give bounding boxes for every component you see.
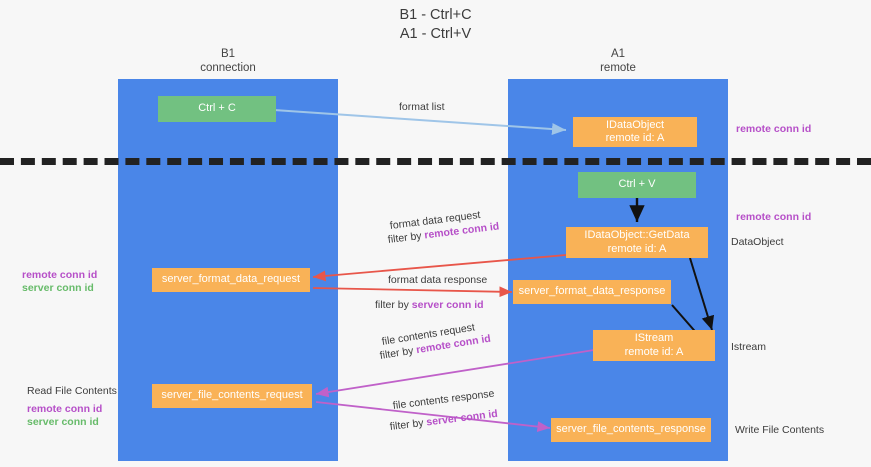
filter-key-server-conn-id-2: server conn id <box>425 407 499 429</box>
column-header-a1-name: A1 <box>610 48 626 60</box>
annotation-right-istream: Istream <box>731 341 767 353</box>
box-idataobject-line2: remote id: A <box>605 132 665 144</box>
annotation-right-remote-conn-id-mid: remote conn id <box>736 211 812 223</box>
box-server-file-contents-request[interactable]: server_file_contents_request <box>152 384 312 408</box>
filter-prefix-2: filter by <box>375 299 412 311</box>
box-idataobject-getdata[interactable]: IDataObject::GetData remote id: A <box>566 227 708 258</box>
annotation-right-dataobject: DataObject <box>731 236 784 248</box>
box-server-format-data-request[interactable]: server_format_data_request <box>152 268 310 292</box>
box-server-file-contents-request-label: server_file_contents_request <box>161 389 303 402</box>
box-server-file-contents-response[interactable]: server_file_contents_response <box>551 418 711 442</box>
annotation-right-write-file-contents: Write File Contents <box>735 424 825 436</box>
edge-label-format-data-response: format data response <box>388 274 488 286</box>
column-header-b1-role: connection <box>200 62 256 74</box>
box-idataobject[interactable]: IDataObject remote id: A <box>573 117 697 147</box>
box-istream[interactable]: IStream remote id: A <box>593 330 715 361</box>
box-getdata-line2: remote id: A <box>607 242 667 255</box>
column-header-a1-role: remote <box>600 62 636 74</box>
edge-label-format-data-response-filter: filter by server conn id <box>375 299 484 312</box>
annotation-left-remote-conn-id-bottom: remote conn id <box>27 403 103 415</box>
column-header-b1: B1 connection <box>118 47 338 75</box>
box-ctrl-v-label: Ctrl + V <box>618 178 656 191</box>
diagram-title: B1 - Ctrl+C A1 - Ctrl+V <box>0 6 871 44</box>
box-server-format-data-request-label: server_format_data_request <box>161 273 301 286</box>
box-istream-line1: IStream <box>634 332 674 344</box>
phase-divider <box>0 158 871 165</box>
title-line-1: B1 - Ctrl+C <box>399 7 472 23</box>
title-line-2: A1 - Ctrl+V <box>399 26 472 42</box>
annotation-left-remote-conn-id-mid: remote conn id <box>22 269 98 281</box>
box-ctrl-v[interactable]: Ctrl + V <box>578 172 696 198</box>
box-server-format-data-response-label: server_format_data_response <box>518 285 666 298</box>
annotation-left-read-file-contents: Read File Contents <box>27 385 117 397</box>
box-ctrl-c-label: Ctrl + C <box>198 102 236 115</box>
box-getdata-line1: IDataObject::GetData <box>584 229 690 241</box>
filter-key-server-conn-id-1: server conn id <box>411 299 484 311</box>
edge-label-format-list: format list <box>399 101 445 113</box>
annotation-left-server-conn-id-mid: server conn id <box>22 282 94 294</box>
column-header-b1-name: B1 <box>220 48 236 60</box>
box-server-format-data-response[interactable]: server_format_data_response <box>513 280 671 304</box>
box-ctrl-c[interactable]: Ctrl + C <box>158 96 276 122</box>
box-idataobject-line1: IDataObject <box>605 118 665 131</box>
annotation-left-server-conn-id-bottom: server conn id <box>27 416 99 428</box>
box-server-file-contents-response-label: server_file_contents_response <box>556 423 706 436</box>
filter-prefix-4: filter by <box>389 416 428 433</box>
box-istream-line2: remote id: A <box>624 345 684 358</box>
column-header-a1: A1 remote <box>508 47 728 75</box>
arrow-format-data-response <box>312 286 513 298</box>
annotation-right-remote-conn-id-top: remote conn id <box>736 123 812 135</box>
edge-label-file-contents-response-filter: filter by server conn id <box>389 408 498 434</box>
